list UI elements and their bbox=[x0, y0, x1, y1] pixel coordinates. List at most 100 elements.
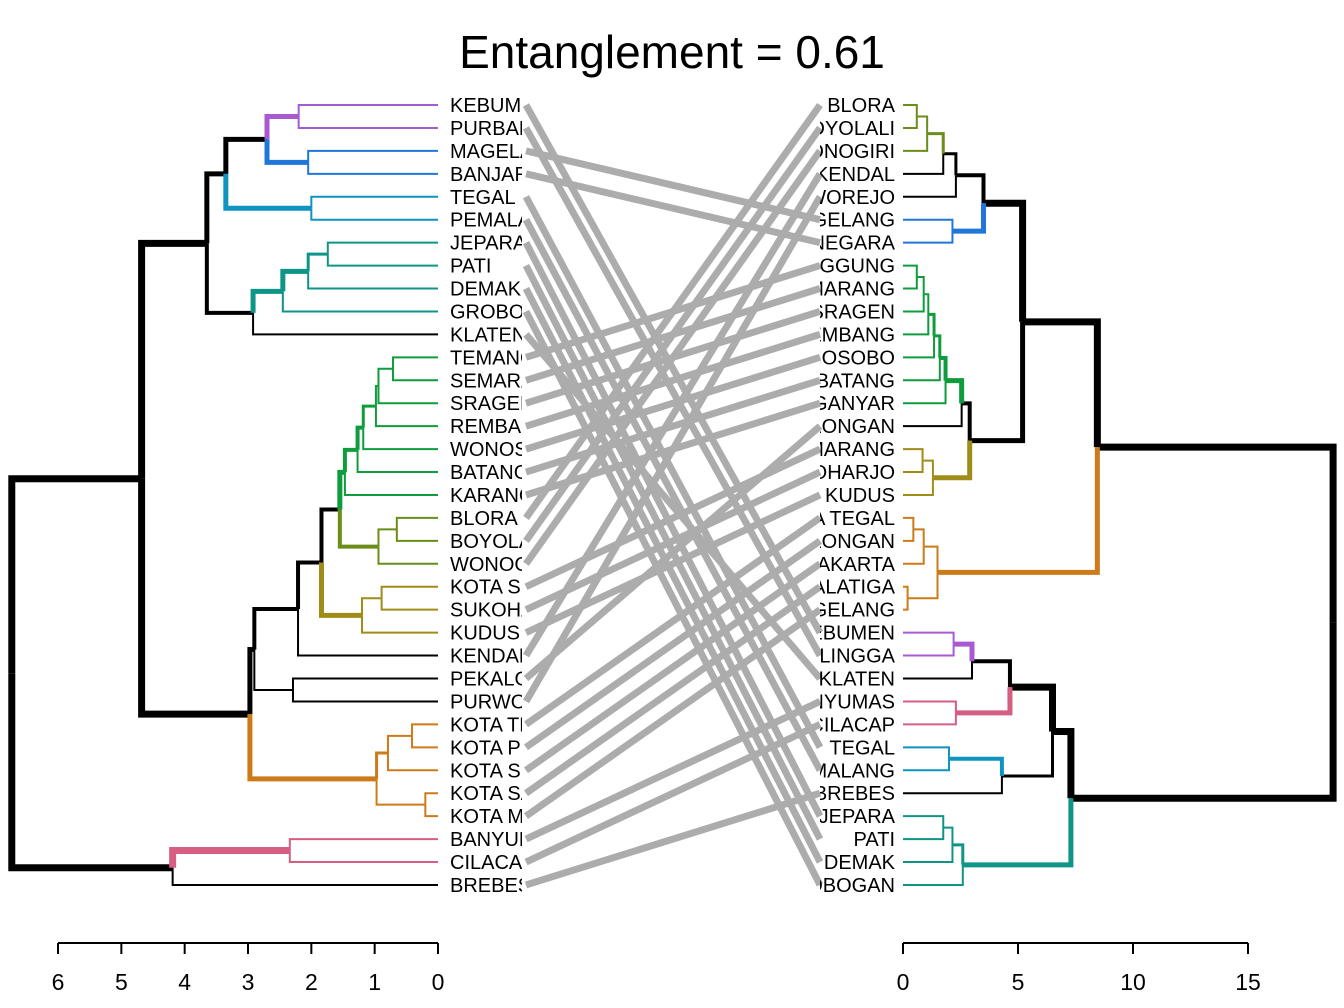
axis-tick-label: 6 bbox=[52, 969, 65, 995]
dendrogram-edge bbox=[377, 367, 394, 387]
leaf-label-right: JEPARA bbox=[819, 806, 896, 828]
dendrogram-edge bbox=[377, 386, 438, 405]
leaf-label-right: BANYUMAS bbox=[783, 691, 895, 713]
leaf-label-left: SUKOHARJO bbox=[450, 600, 574, 622]
dendrogram-edge bbox=[907, 572, 939, 600]
dendrogram-edge bbox=[395, 529, 438, 542]
axis-tick-label: 4 bbox=[178, 969, 191, 995]
dendrogram-edge bbox=[903, 335, 936, 359]
dendrogram-edge bbox=[1097, 443, 1337, 623]
leaf-label-right: KOTA MAGELANG bbox=[724, 600, 895, 622]
dendrogram-edge bbox=[922, 459, 934, 478]
dendrogram-edge bbox=[903, 827, 945, 841]
leaf-label-right: KUDUS bbox=[825, 485, 895, 507]
dendrogram-edge bbox=[356, 449, 438, 474]
leaf-label-right: GROBOGAN bbox=[777, 875, 895, 897]
axis-tick-label: 5 bbox=[115, 969, 128, 995]
leaf-label-left: PATI bbox=[450, 256, 491, 278]
connector-line bbox=[523, 606, 823, 820]
axis-tick-label: 0 bbox=[897, 969, 910, 995]
dendrogram-edge bbox=[386, 753, 438, 772]
leaf-label-right: WONOGIRI bbox=[789, 141, 895, 163]
dendrogram-edge bbox=[903, 358, 941, 382]
dendrogram-edge bbox=[380, 585, 438, 599]
dendrogram-edge bbox=[291, 689, 438, 703]
dendrogram-edge bbox=[392, 356, 438, 369]
connector-line bbox=[523, 423, 823, 682]
leaf-label-right: KOTA SURAKARTA bbox=[717, 554, 895, 576]
leaf-label-left: DEMAK bbox=[450, 279, 522, 301]
leaf-label-right: WONOSOBO bbox=[773, 347, 895, 369]
dendrogram-edge bbox=[250, 288, 283, 313]
dendrogram-edge bbox=[337, 509, 379, 549]
dendrogram-edge bbox=[949, 756, 1004, 776]
leaf-label-left: KLATEN bbox=[450, 324, 526, 346]
axis-tick-label: 10 bbox=[1120, 969, 1146, 995]
dendrogram-edge bbox=[983, 199, 1027, 322]
dendrogram-edge bbox=[307, 162, 438, 175]
leaf-label-left: GROBOGAN bbox=[450, 301, 568, 323]
dendrogram-edge bbox=[903, 585, 909, 599]
dendrogram-edge bbox=[903, 631, 955, 645]
leaf-label-left: BATANG bbox=[450, 462, 529, 484]
leaf-label-left: KOTA PEKALONGAN bbox=[450, 737, 645, 759]
leaf-label-right: KENDAL bbox=[815, 164, 895, 186]
dendrogram-edge bbox=[923, 293, 930, 315]
connector-line bbox=[524, 491, 822, 636]
leaf-label-right: BLORA bbox=[827, 95, 895, 117]
dendrogram-edge bbox=[903, 529, 915, 542]
dendrogram-edge bbox=[411, 723, 438, 736]
dendrogram-edge bbox=[424, 804, 438, 818]
connector-line bbox=[522, 218, 824, 772]
leaf-label-right: PURBALINGGA bbox=[751, 646, 896, 668]
dendrogram-edge bbox=[377, 546, 438, 565]
leaf-label-right: KLATEN bbox=[819, 669, 895, 691]
connector-line bbox=[523, 583, 823, 797]
dendrogram-edge bbox=[223, 136, 268, 174]
dendrogram-edge bbox=[903, 218, 954, 232]
dendrogram-edge bbox=[264, 113, 299, 140]
leaf-label-left: WONOSOBO bbox=[450, 439, 572, 461]
connector-line bbox=[524, 353, 822, 453]
leaf-label-left: BANJARNEGARA bbox=[450, 164, 614, 186]
dendrogram-edge bbox=[903, 403, 963, 428]
dendrogram-edge bbox=[945, 378, 965, 404]
dendrogram-edge bbox=[927, 132, 945, 154]
dendrogram-edge bbox=[969, 321, 1026, 444]
leaf-label-right: TEGAL bbox=[829, 737, 895, 759]
dendrogram-edge bbox=[296, 560, 322, 610]
dendrogram-edge bbox=[247, 714, 377, 782]
connector-line bbox=[523, 560, 823, 774]
dendrogram-edge bbox=[1001, 731, 1054, 778]
dendrogram-edge bbox=[395, 516, 438, 530]
dendrogram-edge bbox=[939, 356, 948, 381]
dendrogram-edge bbox=[903, 460, 924, 474]
dendrogram-edge bbox=[903, 477, 934, 496]
dendrogram-edge bbox=[903, 598, 909, 611]
dendrogram-edge bbox=[903, 712, 957, 726]
dendrogram-edge bbox=[903, 116, 918, 129]
leaf-label-left: PURWOREJO bbox=[450, 691, 580, 713]
axis-tick-label: 0 bbox=[432, 969, 445, 995]
dendrogram-edge bbox=[310, 208, 438, 221]
connector-line bbox=[524, 698, 822, 843]
dendrogram-edge bbox=[307, 149, 438, 163]
dendrogram-edge bbox=[307, 271, 438, 290]
leaf-label-left: KENDAL bbox=[450, 646, 530, 668]
dendrogram-edge bbox=[253, 649, 293, 691]
dendrogram-edge bbox=[903, 231, 954, 244]
leaf-label-right: KARANGANYAR bbox=[743, 393, 895, 415]
dendrogram-edge bbox=[916, 276, 925, 295]
dendrogram-edge bbox=[952, 203, 986, 234]
dendrogram-edge bbox=[903, 380, 947, 405]
dendrogram-edge bbox=[903, 104, 918, 117]
leaf-label-left: KUDUS bbox=[450, 623, 520, 645]
leaf-label-left: BREBES bbox=[450, 875, 531, 897]
dendrogram-edge bbox=[326, 254, 438, 267]
dendrogram-edge bbox=[952, 843, 965, 865]
dendrogram-edge bbox=[411, 735, 438, 749]
axis-tick-label: 1 bbox=[368, 969, 381, 995]
dendrogram-edge bbox=[297, 104, 438, 117]
dendrogram-edge bbox=[903, 153, 945, 175]
